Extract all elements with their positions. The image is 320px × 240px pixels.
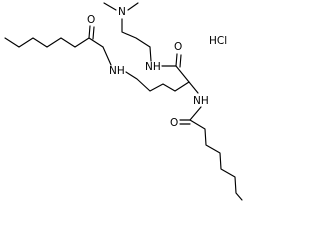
left-carbonyl-o-label: O [87,14,95,26]
top-carbonyl-double-a [175,53,178,67]
top-carbonyl-o-label: O [174,41,182,53]
bonds [4,2,243,201]
atom-labels: N NH O HCl O NH NH O [87,6,227,129]
left-nh-label: NH [109,65,125,77]
alpha-to-carbonyl-bond [175,65,190,83]
left-carbonyl-bond-b [92,26,95,40]
bottom-carbonyl-o-label: O [170,117,178,129]
right-nh-to-carbonyl-bond [189,106,202,121]
left-carbonyl-bond-a [88,25,91,39]
right-octanoyl-chain [189,119,243,201]
right-nh-label: NH [193,95,209,107]
propyl-chain [121,18,151,48]
backbone-chain [125,71,190,92]
n-methyl-right-bond [127,2,139,11]
dimethylamino-n-label: N [118,6,126,18]
hcl-label: HCl [209,35,227,47]
alpha-to-right-nh-bond [188,81,199,94]
top-carbonyl-double-b [179,54,182,68]
left-octanoyl-chain [4,37,104,48]
structure-diagram: N NH O HCl O NH NH O [4,2,243,201]
left-amide-cn-bond [102,46,112,66]
upper-nh-to-propyl-bond [149,46,152,62]
n-methyl-left-bond [103,2,117,11]
upper-nh-label: NH [145,61,161,73]
